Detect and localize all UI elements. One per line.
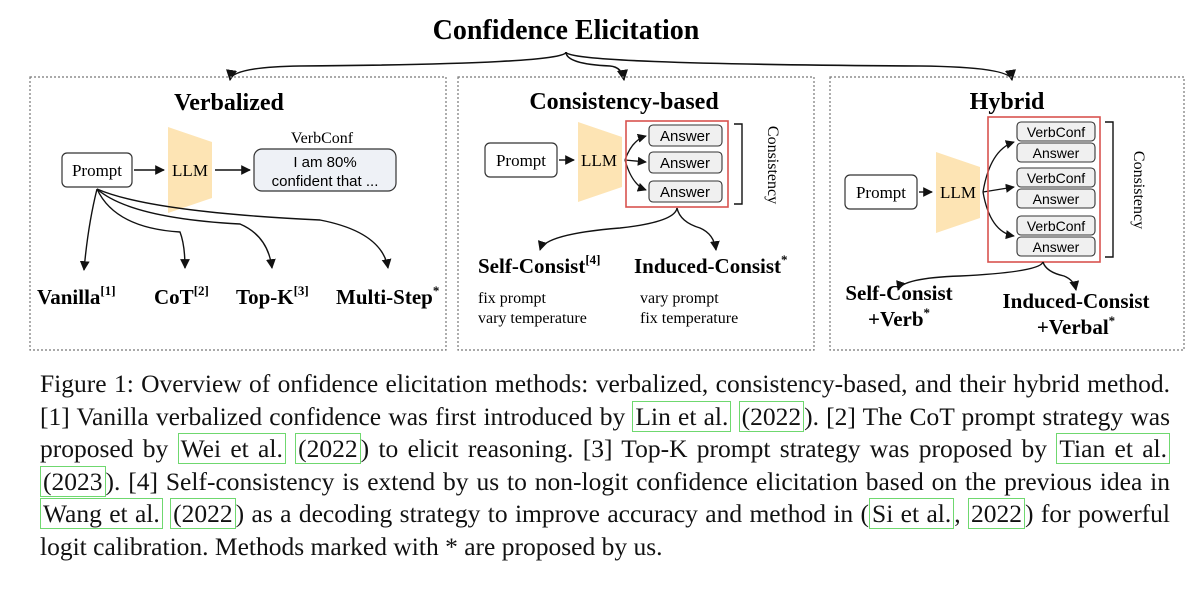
consistency-title: Consistency-based xyxy=(529,89,719,115)
verbalized-prompt-label: Prompt xyxy=(72,161,122,180)
citation-lin-year[interactable]: (2022 xyxy=(738,400,805,432)
hybrid-bracket-label: Consistency xyxy=(1130,151,1147,229)
hybrid-verbconf-2: VerbConf xyxy=(1027,170,1085,186)
consistency-answer-box-2 xyxy=(648,151,723,174)
verbalized-llm-label: LLM xyxy=(172,161,208,180)
hybrid-answer-1: Answer xyxy=(1033,145,1080,161)
hybrid-answer-group xyxy=(987,116,1101,263)
induced-consist-line1: vary prompt xyxy=(640,290,719,307)
hybrid-verbconf-box-2 xyxy=(1016,167,1096,188)
verbconf-line2: confident that ... xyxy=(272,173,379,190)
citation-tian-year[interactable]: (2023 xyxy=(40,465,106,497)
method-cot: CoT[2] xyxy=(154,283,209,309)
verbalized-title: Verbalized xyxy=(174,90,284,116)
citation-lin-author[interactable]: Lin et al. xyxy=(632,400,732,432)
citation-si-year[interactable]: 2022 xyxy=(967,498,1025,529)
hybrid-answer-3: Answer xyxy=(1033,239,1080,255)
hybrid-verbconf-3: VerbConf xyxy=(1027,218,1085,234)
consistency-split-arrows xyxy=(537,207,720,251)
consistency-prompt-label: Prompt xyxy=(496,151,546,170)
consistency-answer-3: Answer xyxy=(660,184,710,201)
verbconf-box xyxy=(253,148,397,192)
hybrid-induced-consist-line2: +Verbal* xyxy=(1037,313,1115,339)
caption-text-6: , xyxy=(954,499,968,528)
citation-si-author[interactable]: Si et al. xyxy=(869,498,955,529)
verbalized-method-arrows xyxy=(79,188,392,271)
figure-diagram: Confidence Elicitation Verbalized Prompt… xyxy=(29,15,1185,351)
hybrid-answer-2: Answer xyxy=(1033,191,1080,207)
figure-title: Confidence Elicitation xyxy=(433,15,700,46)
consistency-bracket xyxy=(734,123,743,205)
citation-wei-author[interactable]: Wei et al. xyxy=(177,433,286,464)
hybrid-answer-box-1 xyxy=(1016,142,1096,163)
caption-text-5: ) as a decoding strategy to improve accu… xyxy=(235,499,870,528)
hybrid-bracket xyxy=(1105,121,1114,258)
induced-consist-title: Induced-Consist* xyxy=(634,252,788,278)
consistency-llm-label: LLM xyxy=(581,151,617,170)
consistency-bracket-label: Consistency xyxy=(764,126,781,204)
consistency-prompt-box xyxy=(484,142,558,178)
hybrid-llm-label: LLM xyxy=(940,183,976,202)
method-topk: Top-K[3] xyxy=(236,283,309,309)
hybrid-prompt-label: Prompt xyxy=(856,183,906,202)
verbalized-llm-shape xyxy=(168,127,212,213)
method-vanilla: Vanilla[1] xyxy=(37,283,116,309)
title-fork-arrows xyxy=(226,51,1016,82)
consistency-llm-shape xyxy=(578,122,622,202)
caption-text-4: ). [4] Self-consistency is extend by us … xyxy=(105,466,1171,496)
hybrid-verbconf-box-3 xyxy=(1016,215,1096,236)
hybrid-induced-consist-line1: Induced-Consist xyxy=(1002,289,1149,313)
caption-text-7: ) for powerful logit calibration. Method… xyxy=(40,499,1171,561)
caption-text-1: Figure 1: Overview of onfidence elicitat… xyxy=(40,369,1170,431)
verbconf-line1: I am 80% xyxy=(293,154,356,171)
self-consist-line2: vary temperature xyxy=(478,310,587,327)
citation-wei-year[interactable]: (2022 xyxy=(295,433,361,464)
consistency-answer-group xyxy=(625,120,729,208)
hybrid-prompt-box xyxy=(844,174,918,210)
hybrid-verbconf-1: VerbConf xyxy=(1027,124,1085,140)
consistency-fan-arrows xyxy=(624,133,647,192)
consistency-answer-2: Answer xyxy=(660,155,710,172)
caption-text-3: ) to elicit reasoning. [3] Top-K prompt … xyxy=(360,434,1057,463)
consistency-answer-box-1 xyxy=(648,124,723,147)
hybrid-self-consist-line1: Self-Consist xyxy=(845,281,952,305)
self-consist-line1: fix prompt xyxy=(478,290,547,307)
induced-consist-line2: fix temperature xyxy=(640,310,738,327)
hybrid-llm-shape xyxy=(936,152,980,233)
hybrid-verbconf-box-1 xyxy=(1016,121,1096,142)
hybrid-split-arrows xyxy=(896,261,1080,291)
caption-text-2: ). [2] The CoT prompt strategy was propo… xyxy=(40,401,1170,464)
hybrid-answer-box-2 xyxy=(1016,188,1096,209)
figure-caption: Figure 1: Overview of onfidence elicitat… xyxy=(40,368,1171,563)
citation-tian-author[interactable]: Tian et al. xyxy=(1056,433,1171,464)
hybrid-answer-box-3 xyxy=(1016,236,1096,257)
consistency-answer-1: Answer xyxy=(660,128,710,145)
self-consist-title: Self-Consist[4] xyxy=(478,252,601,278)
panel-hybrid xyxy=(829,76,1185,351)
verbalized-prompt-box xyxy=(61,152,133,188)
method-multistep: Multi-Step* xyxy=(336,283,439,309)
hybrid-self-consist-line2: +Verb* xyxy=(868,305,930,331)
verbconf-label: VerbConf xyxy=(291,130,354,147)
hybrid-title: Hybrid xyxy=(970,89,1045,115)
panel-consistency xyxy=(457,76,815,351)
citation-wang-author[interactable]: Wang et al. xyxy=(40,498,163,529)
citation-wang-year[interactable]: (2022 xyxy=(170,498,236,529)
consistency-answer-box-3 xyxy=(648,180,723,203)
panel-verbalized xyxy=(29,76,447,351)
